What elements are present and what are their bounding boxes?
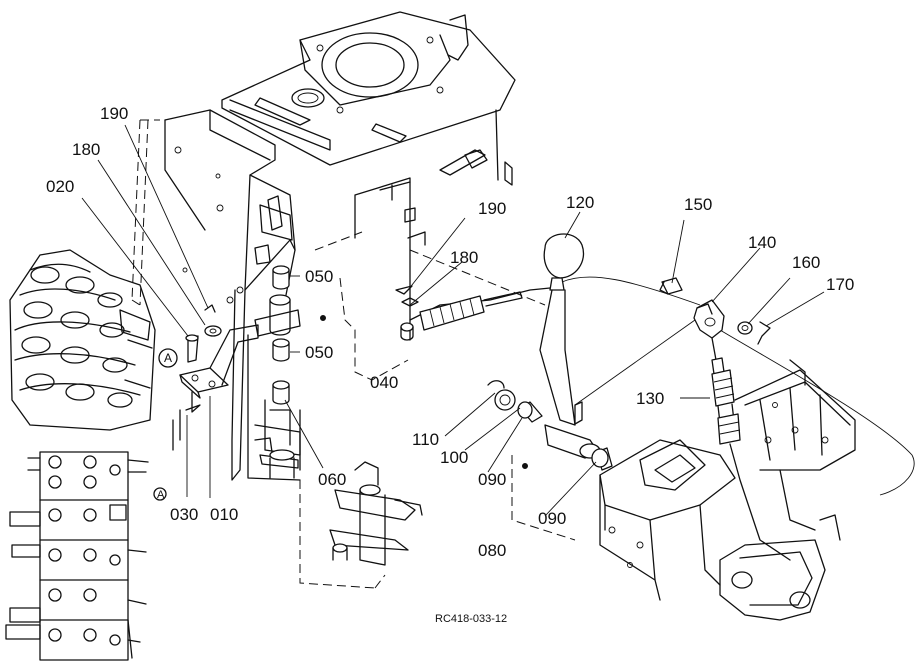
drawing-reference-code: RC418-033-12 <box>435 613 507 625</box>
callout-150: 150 <box>684 195 712 214</box>
callout-090-left: 090 <box>478 470 506 489</box>
callout-180-right: 180 <box>450 248 478 267</box>
bushing-washer-set <box>487 380 613 471</box>
callout-100: 100 <box>440 448 468 467</box>
lower-linkage <box>329 461 423 566</box>
callout-010: 010 <box>210 505 238 524</box>
callout-120: 120 <box>566 193 594 212</box>
shift-lever <box>539 233 601 459</box>
callout-050-upper: 050 <box>305 267 333 286</box>
frame-hidden-outline <box>131 119 160 306</box>
group-040-dot <box>320 315 326 321</box>
callout-130: 130 <box>636 389 664 408</box>
lever-bracket-assembly <box>172 304 259 451</box>
control-cable-lower <box>711 337 791 561</box>
callout-050-lower: 050 <box>305 343 333 362</box>
callout-160: 160 <box>792 253 820 272</box>
callout-labels: 190 180 020 030 010 050 050 040 060 190 … <box>46 104 854 560</box>
marker-a-upper <box>158 348 178 368</box>
valve-stack <box>5 451 149 661</box>
console-frame <box>599 359 856 621</box>
group-040-outline <box>314 231 409 381</box>
marker-a-upper-label: A <box>164 351 172 365</box>
marker-a-lower-label: A <box>157 489 165 501</box>
group-060-outline <box>299 480 386 589</box>
callout-030: 030 <box>170 505 198 524</box>
control-valve-block <box>9 249 156 431</box>
callout-090-right: 090 <box>538 509 566 528</box>
callout-190-right: 190 <box>478 199 506 218</box>
group-080-outline <box>511 455 576 541</box>
callout-020: 020 <box>46 177 74 196</box>
transmission-housing <box>221 11 516 186</box>
leader-lines <box>81 124 825 517</box>
callout-110: 110 <box>412 430 439 449</box>
cable-clevis-assembly <box>659 277 771 345</box>
callout-170: 170 <box>826 275 854 294</box>
leader-cable-arc <box>561 276 915 496</box>
callout-190-left: 190 <box>100 104 128 123</box>
control-cable-upper <box>395 285 551 341</box>
group-080-dot <box>522 463 528 469</box>
bushing-shaft-group <box>254 265 301 479</box>
callout-060: 060 <box>318 470 346 489</box>
callout-040: 040 <box>370 373 398 392</box>
callout-080: 080 <box>478 541 506 560</box>
marker-a-lower <box>153 487 167 501</box>
callout-180-left: 180 <box>72 140 100 159</box>
frame-side-plate <box>164 109 301 481</box>
callout-140: 140 <box>748 233 776 252</box>
